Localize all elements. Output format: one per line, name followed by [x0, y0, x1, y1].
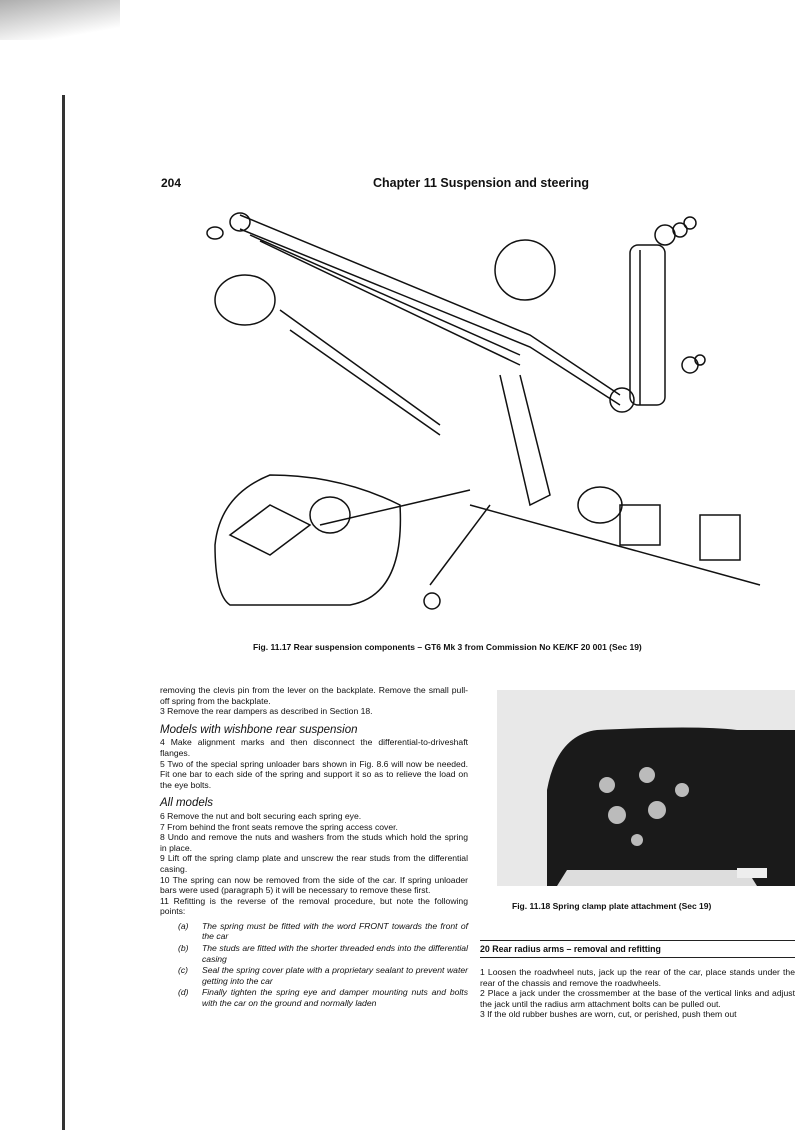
section-heading: 20 Rear radius arms – removal and refitt… — [480, 940, 795, 958]
paragraph: removing the clevis pin from the lever o… — [160, 685, 468, 706]
list-item: (c)Seal the spring cover plate with a pr… — [178, 965, 468, 986]
page-edge — [62, 95, 65, 1130]
list-item: (b)The studs are fitted with the shorter… — [178, 943, 468, 964]
figure-caption: Fig. 11.18 Spring clamp plate attachment… — [512, 901, 712, 911]
paragraph: 4 Make alignment marks and then disconne… — [160, 737, 468, 758]
subheading: Models with wishbone rear suspension — [160, 723, 358, 736]
scan-artifact — [0, 0, 120, 40]
rear-suspension-diagram — [206, 212, 761, 610]
paragraph: 11 Refitting is the reverse of the remov… — [160, 895, 468, 917]
paragraph: 8 Undo and remove the nuts and washers f… — [160, 832, 468, 853]
spring-clamp-photo — [497, 690, 795, 886]
list-item: (a)The spring must be fitted with the wo… — [178, 920, 468, 942]
refitting-points-list: (a)The spring must be fitted with the wo… — [160, 921, 468, 1009]
paragraph: 2 Place a jack under the crossmember at … — [480, 988, 795, 1009]
list-item: (d)Finally tighten the spring eye and da… — [178, 987, 468, 1009]
paragraph: 9 Lift off the spring clamp plate and un… — [160, 853, 468, 874]
left-column: removing the clevis pin from the lever o… — [160, 685, 468, 1010]
page-number: 204 — [161, 176, 182, 190]
right-column: 1 Loosen the roadwheel nuts, jack up the… — [480, 967, 795, 1020]
paragraph: 1 Loosen the roadwheel nuts, jack up the… — [480, 967, 795, 988]
paragraph: 7 From behind the front seats remove the… — [160, 821, 398, 832]
chapter-title: Chapter 11 Suspension and steering — [373, 176, 590, 190]
paragraph: 5 Two of the special spring unloader bar… — [160, 758, 468, 790]
subheading: All models — [160, 797, 214, 810]
paragraph: 3 If the old rubber bushes are worn, cut… — [480, 1009, 737, 1020]
photo-illustration — [497, 690, 795, 886]
paragraph: 3 Remove the rear dampers as described i… — [160, 706, 373, 717]
paragraph: 10 The spring can now be removed from th… — [160, 874, 468, 896]
paragraph: 6 Remove the nut and bolt securing each … — [160, 810, 362, 821]
figure-caption: Fig. 11.17 Rear suspension components – … — [253, 642, 642, 652]
